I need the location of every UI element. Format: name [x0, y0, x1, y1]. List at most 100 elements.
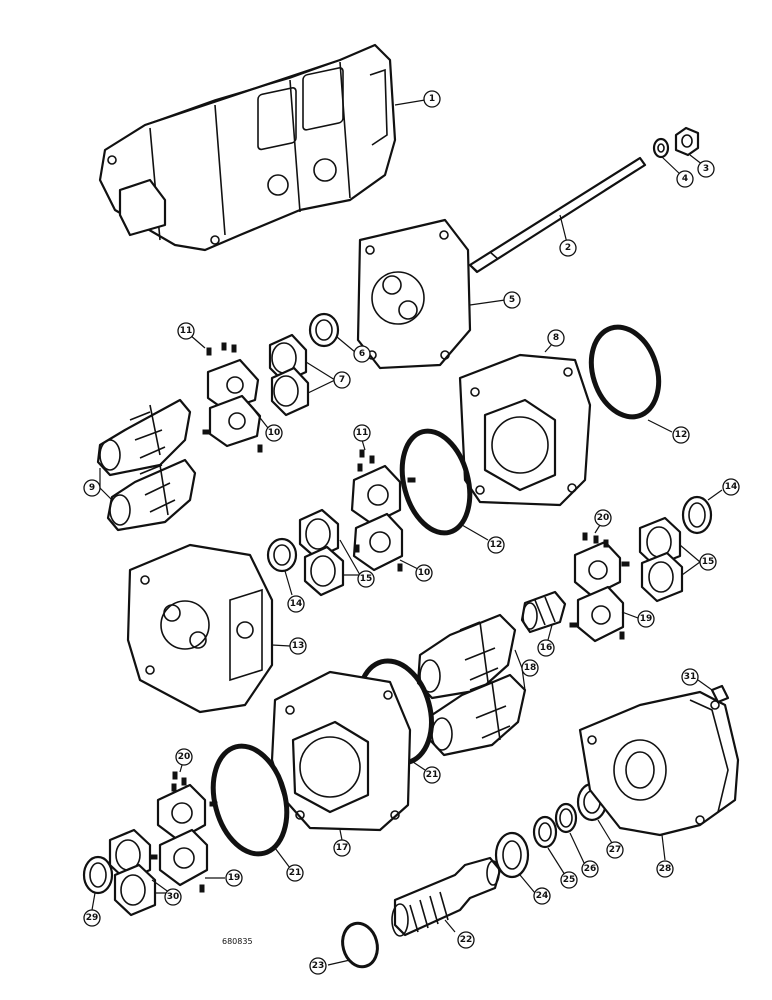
callout-13: 13: [289, 637, 307, 655]
leader-13: [271, 644, 291, 647]
svg-text:11: 11: [356, 428, 369, 438]
housing-13: [126, 543, 274, 714]
leader-9: [99, 468, 113, 501]
svg-text:15: 15: [360, 574, 373, 584]
svg-text:30: 30: [167, 892, 180, 902]
callout-20-left: 20: [175, 748, 193, 766]
gears-18: [416, 613, 527, 757]
callout-28: 28: [656, 860, 674, 878]
callout-30: 30: [164, 888, 182, 906]
callout-1: 1: [423, 90, 441, 108]
housing-17: [270, 670, 412, 832]
leader-7: [305, 361, 336, 394]
svg-text:4: 4: [682, 174, 688, 184]
svg-text:12: 12: [490, 540, 503, 550]
plug-31: [710, 684, 730, 704]
end-plate-5: [356, 218, 472, 370]
leader-31: [697, 679, 713, 691]
callout-5: 5: [503, 291, 521, 309]
leader-15-right: [679, 544, 701, 576]
leader-24: [519, 874, 536, 894]
bearings-30: [108, 828, 157, 917]
leader-12-mid: [461, 524, 489, 541]
svg-text:13: 13: [292, 641, 305, 651]
bearings-7: [268, 333, 310, 417]
svg-text:20: 20: [178, 752, 191, 762]
dowels-11-upper: [202, 342, 263, 453]
callout-27: 27: [606, 841, 624, 859]
ring-14-right: [681, 495, 713, 535]
svg-text:22: 22: [460, 935, 473, 945]
callout-17: 17: [333, 839, 351, 857]
leader-21-left: [274, 847, 291, 869]
callout-15-mid: 15: [357, 570, 375, 588]
svg-text:26: 26: [584, 864, 597, 874]
callout-29: 29: [83, 909, 101, 927]
leader-25: [547, 847, 566, 876]
leader-27: [597, 819, 613, 844]
svg-text:11: 11: [180, 326, 193, 336]
callout-31: 31: [681, 668, 699, 686]
leader-23: [327, 959, 351, 966]
nut-3: [674, 126, 700, 157]
drive-shaft-22: [391, 856, 502, 937]
svg-text:15: 15: [702, 557, 715, 567]
washer-4: [652, 137, 670, 159]
callout-24: 24: [533, 887, 551, 905]
svg-text:31: 31: [684, 672, 697, 682]
callout-15-right: 15: [699, 553, 717, 571]
svg-text:5: 5: [509, 295, 515, 305]
callout-4: 4: [676, 170, 694, 188]
svg-text:18: 18: [524, 663, 537, 673]
leader-16: [547, 624, 553, 641]
plates-19-right: [573, 540, 625, 643]
leaders-19-20-right: [594, 524, 639, 619]
svg-text:8: 8: [553, 333, 559, 343]
callout-8: 8: [547, 329, 565, 347]
callout-22: 22: [457, 931, 475, 949]
callout-2: 2: [559, 239, 577, 257]
dowels-20-left: [149, 771, 218, 893]
svg-text:21: 21: [426, 770, 439, 780]
svg-text:25: 25: [563, 875, 576, 885]
leader-21-right: [409, 759, 426, 771]
end-cover-28: [578, 690, 740, 837]
callout-25: 25: [560, 871, 578, 889]
leader-14-mid: [284, 570, 293, 596]
bearings-15-mid: [298, 508, 345, 597]
svg-text:21: 21: [289, 868, 302, 878]
leader-14-right: [707, 489, 723, 501]
pump-assembly: [98, 43, 397, 252]
leader-28: [661, 834, 666, 861]
svg-text:20: 20: [597, 513, 610, 523]
leader-1: [394, 99, 426, 106]
callout-6: 6: [353, 345, 371, 363]
bearing-24: [494, 831, 530, 879]
svg-text:24: 24: [536, 891, 549, 901]
seal-ring-12-mid: [399, 428, 473, 536]
callout-21-right: 21: [423, 766, 441, 784]
seal-ring-12-upper: [588, 324, 662, 420]
leaders-10-11-upper: [189, 334, 269, 429]
callout-11-upper: 11: [177, 322, 195, 340]
leaders-10-11-mid: [361, 439, 421, 571]
svg-text:10: 10: [268, 428, 281, 438]
svg-text:19: 19: [228, 873, 241, 883]
ring-14-mid: [266, 537, 298, 573]
leader-5: [469, 299, 506, 306]
leader-26: [569, 832, 586, 866]
callout-11-mid: 11: [353, 424, 371, 442]
washer-25: [532, 815, 558, 849]
dowels-20-right: [569, 532, 630, 640]
callout-12-mid: 12: [487, 536, 505, 554]
svg-text:7: 7: [339, 375, 345, 385]
callout-16: 16: [537, 639, 555, 657]
plates-10-upper: [206, 358, 262, 448]
callout-7: 7: [333, 371, 351, 389]
plates-10-mid: [350, 464, 404, 572]
leaders-19-20-left: [179, 764, 225, 879]
leader-17: [339, 829, 343, 841]
dowels-11-mid: [354, 449, 416, 572]
callout-14-mid: 14: [287, 595, 305, 613]
